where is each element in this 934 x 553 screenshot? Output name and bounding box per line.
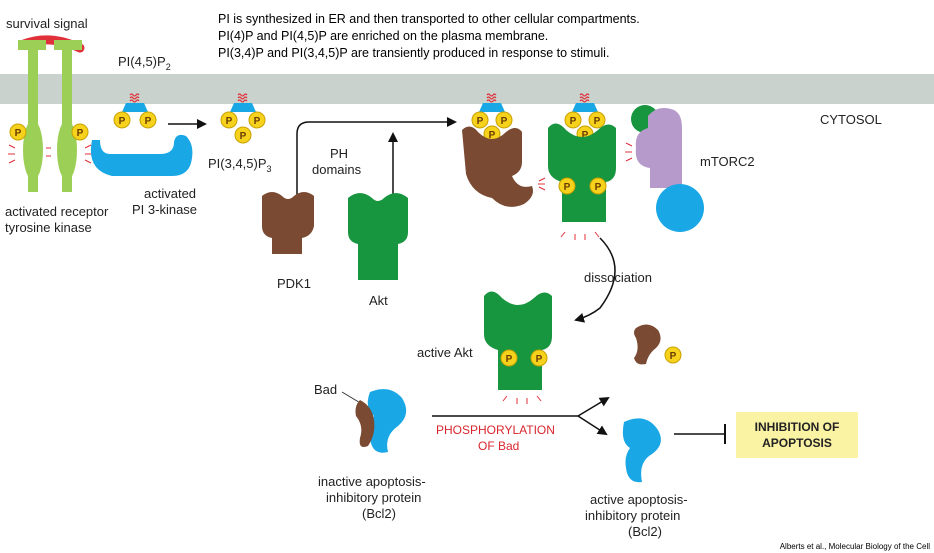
active-bcl2-line1: active apoptosis- [590,492,688,507]
active-akt-label: active Akt [417,345,473,360]
phosphate-icon [530,349,548,367]
phosphate-icon [471,111,489,129]
pdk1-label: PDK1 [277,276,311,291]
phosphate-icon [113,111,131,129]
phosphate-icon [9,123,27,141]
bcl2-active-shape [622,418,661,483]
of-bad-label: OF Bad [478,439,519,453]
pdk1-bound-shape [462,126,533,207]
credit-text: Alberts et al., Molecular Biology of the… [780,542,931,551]
activated-label: activated [144,186,196,201]
survival-signal-label: survival signal [6,16,88,31]
phosphate-icon [588,111,606,129]
phosphate-icon [564,111,582,129]
inhibition-line2: APOPTOSIS [762,436,832,450]
phosphate-icon [139,111,157,129]
phosphate-icon [558,177,576,195]
phosphorylation-label: PHOSPHORYLATION [436,423,555,437]
active-akt-shape [484,291,552,390]
bad-shape [355,400,375,447]
pi3-kinase-label: PI 3-kinase [132,202,197,217]
phosphate-icon [495,111,513,129]
bcl2-inactive-shape [367,389,407,453]
note-line-1: PI is synthesized in ER and then transpo… [218,12,640,26]
phosphate-icon [664,346,682,364]
phospho-bad-shape [634,324,661,365]
phosphate-icon [234,126,252,144]
cytosol-label: CYTOSOL [820,112,882,127]
recruitment-arrow [296,117,457,198]
fork-arrow-down [577,415,608,436]
pdk1-shape [262,192,314,254]
activation-rays [538,142,633,240]
note-line-3: PI(3,4)P and PI(3,4,5)P are transiently … [218,46,610,60]
ph-label: PH [330,146,348,161]
akt-bound-shape [548,123,616,222]
pi3-kinase-shape [90,134,193,176]
activated-receptor-label: activated receptor [5,204,109,219]
inactive-bcl2-line1: inactive apoptosis- [318,474,426,489]
dissociation-arrow [574,237,616,323]
tyrosine-kinase-label: tyrosine kinase [5,220,92,235]
active-bcl2-line3: (Bcl2) [628,524,662,539]
akt-shape [348,193,408,280]
mtorc2-blue-subunit [656,184,704,232]
pi345p3-label: PI(3,4,5)P3 [208,156,272,174]
active-bcl2-line2: inhibitory protein [585,508,680,523]
bad-label: Bad [314,382,337,397]
receptor-tyrosine-kinase [18,40,82,192]
akt-label: Akt [369,293,388,308]
mtorc2-label: mTORC2 [700,154,755,169]
mtorc2-purple-subunit [635,108,682,188]
phosphate-icon [500,349,518,367]
phosphate-icon [220,111,238,129]
receptor-activation-rays [8,144,92,164]
note-line-2: PI(4)P and PI(4,5)P are enriched on the … [218,29,549,43]
fork-arrow-up [577,396,610,417]
inactive-bcl2-line2: inhibitory protein [326,490,421,505]
activation-rays [502,395,542,404]
inactive-bcl2-line3: (Bcl2) [362,506,396,521]
phosphate-icon [589,177,607,195]
phosphate-icon [248,111,266,129]
dissociation-label: dissociation [584,270,652,285]
pi45p2-label: PI(4,5)P2 [118,54,171,72]
plasma-membrane [0,74,934,104]
inhibition-line1: INHIBITION OF [755,420,840,434]
inhibition-box [736,412,858,458]
domains-label: domains [312,162,362,177]
phosphate-icon [71,123,89,141]
